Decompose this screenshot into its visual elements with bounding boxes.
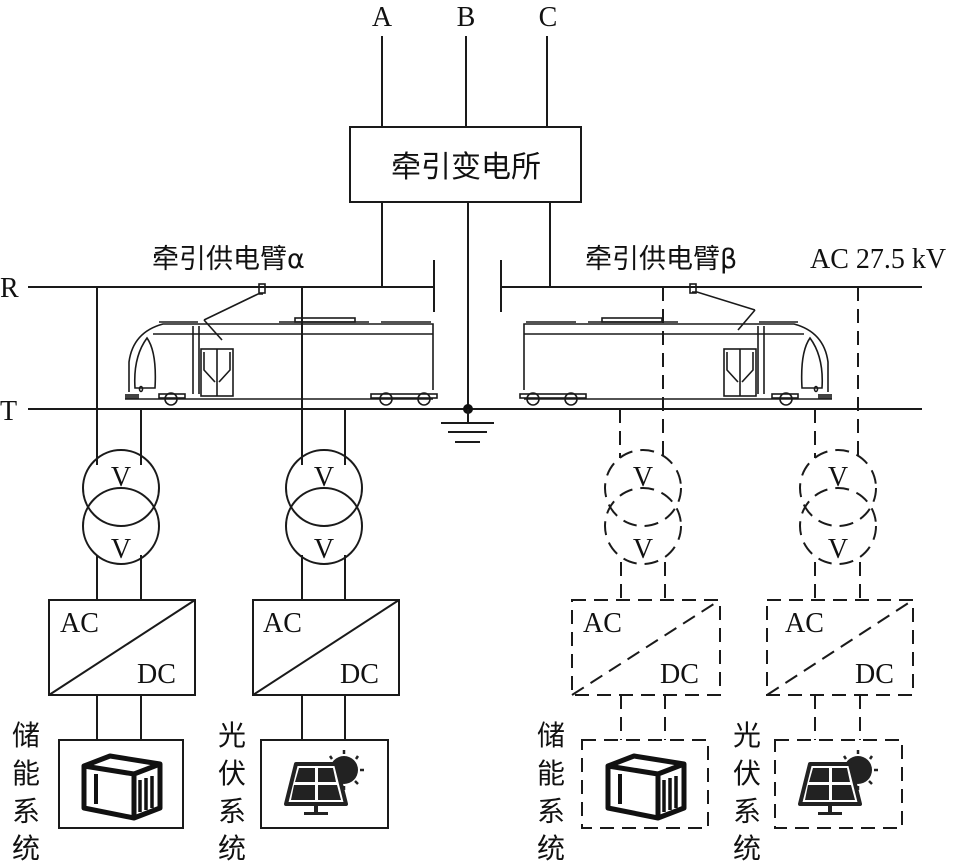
winding-label: V [111, 462, 131, 493]
branch-beta-pv: V V AC DC [766, 287, 914, 829]
tram-alpha-icon [124, 283, 438, 406]
voltage-label: AC 27.5 kV [810, 244, 946, 275]
svg-text:伏: 伏 [733, 757, 761, 790]
svg-text:系: 系 [218, 795, 246, 828]
traction-substation-box [349, 126, 582, 203]
svg-text:能: 能 [12, 757, 40, 790]
transformer-secondary-winding [285, 487, 363, 565]
branch-beta-storage: V V AC DC [571, 287, 721, 829]
svg-text:储: 储 [537, 719, 565, 752]
svg-text:统: 统 [733, 832, 761, 861]
winding-label: V [314, 534, 334, 565]
storage-system-label-alpha: 储 能 系 统 [12, 719, 40, 861]
converter-ac-label: AC [60, 608, 99, 639]
converter-dc-label: DC [340, 659, 379, 690]
storage-system-box [58, 739, 184, 829]
converter-dc-label: DC [660, 659, 699, 690]
storage-system-label-beta: 储 能 系 统 [537, 719, 565, 861]
arm-beta-label: 牵引供电臂β [585, 244, 737, 275]
svg-text:伏: 伏 [218, 757, 246, 790]
solar-panel-icon [284, 750, 364, 815]
battery-container-icon [81, 753, 163, 821]
svg-text:能: 能 [537, 757, 565, 790]
contact-rail-label: R [0, 273, 19, 304]
svg-text:光: 光 [733, 719, 761, 752]
svg-text:光: 光 [218, 719, 246, 752]
winding-label: V [828, 534, 848, 565]
transformer-primary-winding [799, 449, 877, 527]
transformer-primary-winding [285, 449, 363, 527]
phase-lines [381, 36, 548, 127]
phase-c-label: C [539, 2, 558, 33]
svg-text:系: 系 [733, 795, 761, 828]
winding-label: V [828, 462, 848, 493]
traction-substation-label: 牵引变电所 [391, 150, 541, 185]
pv-system-label-beta: 光 伏 系 统 [733, 719, 761, 861]
converter-ac-label: AC [583, 608, 622, 639]
storage-system-box [581, 739, 709, 829]
pv-system-label-alpha: 光 伏 系 统 [218, 719, 246, 861]
winding-label: V [633, 534, 653, 565]
transformer-secondary-winding [799, 487, 877, 565]
arm-alpha-label: 牵引供电臂α [152, 244, 305, 275]
ac-dc-converter [766, 599, 914, 696]
converter-ac-label: AC [263, 608, 302, 639]
transformer-primary-winding [604, 449, 682, 527]
battery-container-icon [605, 753, 687, 821]
transformer-primary-winding [82, 449, 160, 527]
converter-ac-label: AC [785, 608, 824, 639]
svg-text:统: 统 [218, 832, 246, 861]
ac-dc-converter [252, 599, 400, 696]
converter-dc-label: DC [855, 659, 894, 690]
pv-system-box [260, 739, 389, 829]
branch-alpha-storage: V V AC DC [48, 287, 196, 829]
converter-dc-label: DC [137, 659, 176, 690]
svg-text:统: 统 [537, 832, 565, 861]
phase-b-label: B [457, 2, 476, 33]
transformer-secondary-winding [604, 487, 682, 565]
phase-a-label: A [372, 2, 393, 33]
svg-text:储: 储 [12, 719, 40, 752]
svg-text:统: 统 [12, 832, 40, 861]
branch-alpha-pv: V V AC DC [252, 287, 400, 829]
ac-dc-converter [48, 599, 196, 696]
winding-label: V [633, 462, 653, 493]
solar-panel-icon [798, 750, 878, 815]
transformer-secondary-winding [82, 487, 160, 565]
svg-text:系: 系 [537, 795, 565, 828]
tram-beta-icon [519, 283, 833, 406]
pv-system-box [774, 739, 903, 829]
track-rail-label: T [0, 396, 17, 427]
winding-label: V [111, 534, 131, 565]
winding-label: V [314, 462, 334, 493]
svg-text:系: 系 [12, 795, 40, 828]
ac-dc-converter [571, 599, 721, 696]
ground-icon [441, 409, 494, 443]
